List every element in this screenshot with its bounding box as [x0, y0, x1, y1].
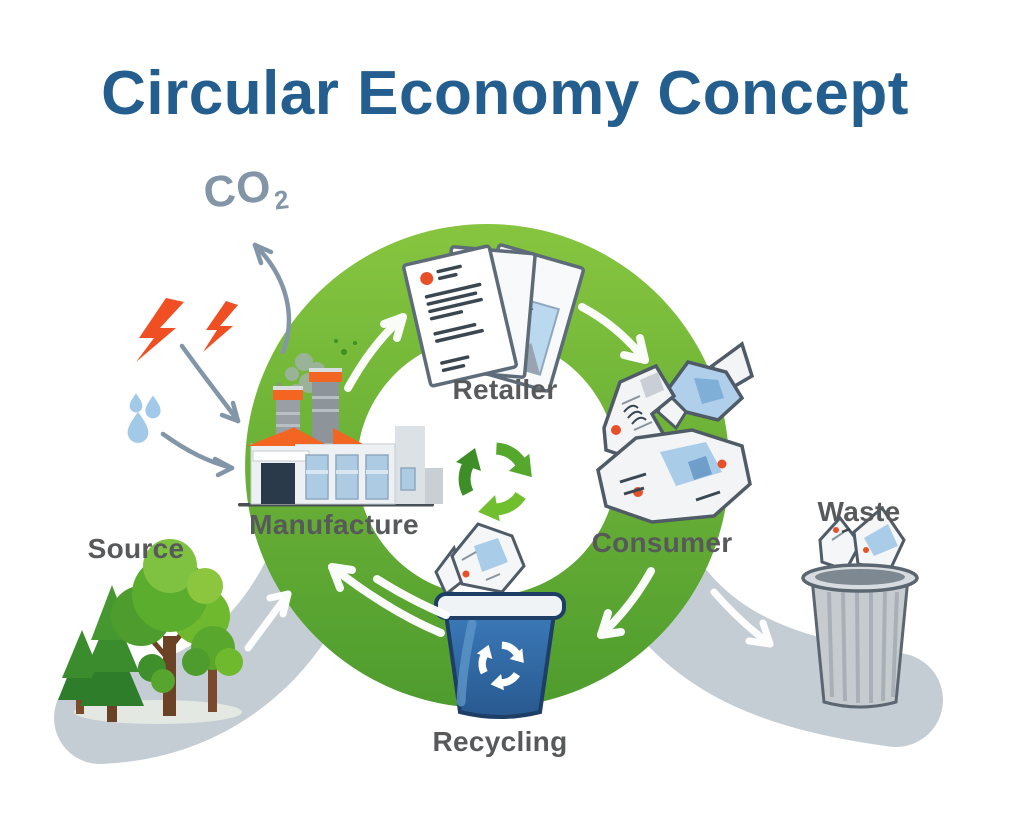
- trees-icon: [58, 539, 243, 722]
- co2-label: CO2: [201, 159, 292, 225]
- co2-arrow-icon: [252, 242, 292, 355]
- crumpled-paper-icon: [818, 505, 906, 572]
- co2-main: CO: [200, 161, 275, 218]
- crumpled-newspaper-icon: [596, 341, 755, 524]
- recycling-arrows-icon: [456, 438, 541, 528]
- energy-input-arrow: [179, 343, 241, 424]
- label-recycling: Recycling: [432, 726, 568, 757]
- crumpled-paper-icon: [434, 522, 526, 597]
- newspaper-stack-icon: [402, 243, 585, 393]
- label-consumer: Consumer: [591, 527, 733, 558]
- cycle-arrow-consumer-recycling: [597, 567, 655, 639]
- label-retailer: Retailer: [452, 374, 558, 405]
- cycle-arrow-manufacture-retailer: [344, 313, 407, 392]
- paint-splatter-icon: [334, 339, 357, 355]
- flow-arrow-source-manufacture: [244, 590, 292, 652]
- lightning-energy-icon: [136, 298, 238, 362]
- water-input-arrow: [160, 431, 235, 478]
- factory-icon: [238, 368, 443, 507]
- water-drops-icon: [127, 393, 161, 443]
- label-manufacture: Manufacture: [249, 509, 419, 540]
- label-source: Source: [87, 533, 185, 564]
- label-waste: Waste: [817, 496, 901, 527]
- cycle-arrow-retailer-consumer: [578, 303, 649, 364]
- page-title: Circular Economy Concept: [101, 59, 909, 128]
- cycle-arrow-recycling-manufacture: [328, 563, 450, 637]
- trash-can-icon: [801, 505, 919, 709]
- flow-arrow-consumer-waste: [710, 588, 774, 648]
- recycle-bin-icon: [434, 522, 566, 719]
